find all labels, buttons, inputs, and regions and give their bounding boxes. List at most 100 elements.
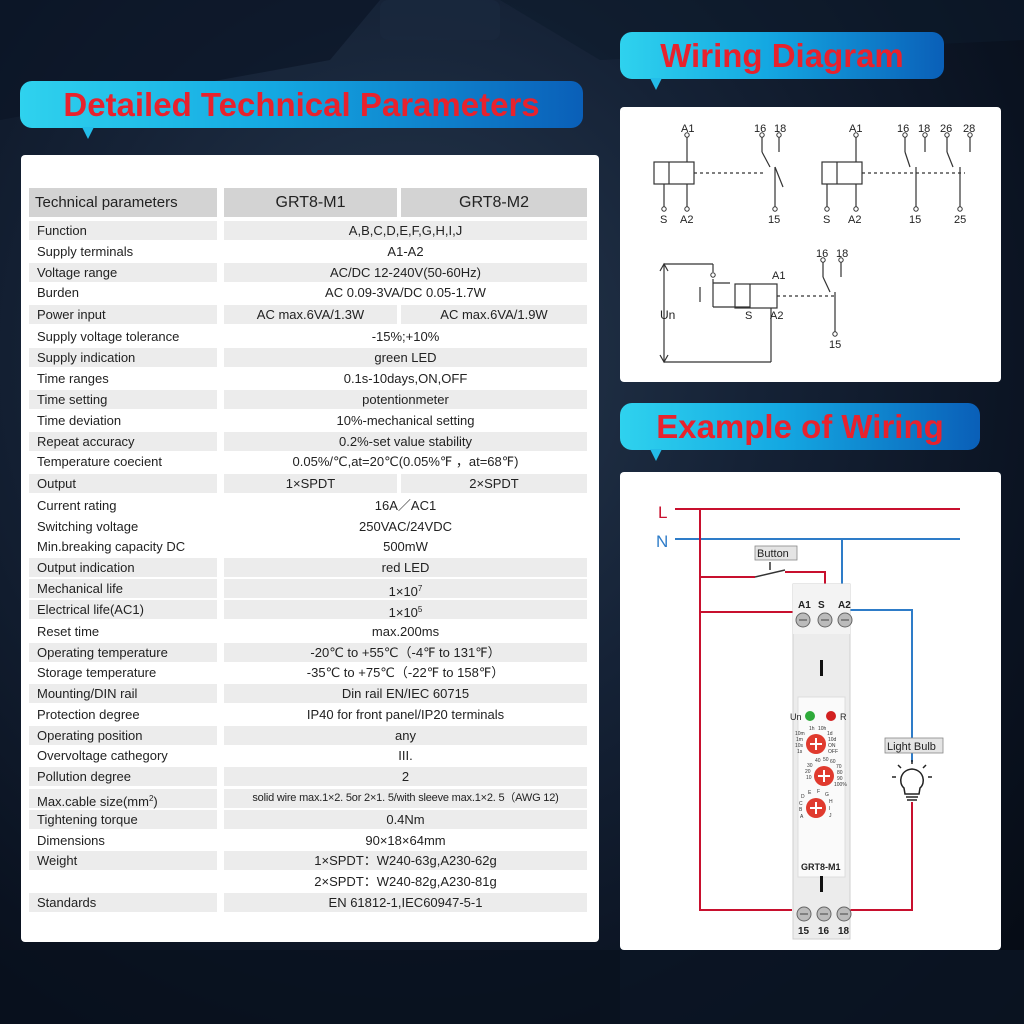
row-label-text: Operating temperature bbox=[37, 645, 168, 660]
table-row: Min.breaking capacity DC 500mW bbox=[29, 537, 587, 556]
dial2-label: 60 bbox=[830, 759, 836, 765]
row-value-text: 0.1s-10days,ON,OFF bbox=[343, 371, 468, 386]
params-title-banner: Detailed Technical Parameters bbox=[20, 81, 583, 139]
d1-a2: A2 bbox=[680, 214, 693, 226]
row-label-text: Min.breaking capacity DC bbox=[37, 539, 186, 554]
wiring-diagram-banner: Wiring Diagram bbox=[620, 32, 944, 90]
dial1-label: 1s bbox=[797, 749, 803, 755]
row-label-text: Supply indication bbox=[37, 350, 136, 365]
dial2-label: 30 bbox=[807, 763, 813, 769]
row-value: green LED bbox=[224, 348, 587, 367]
row-label: Repeat accuracy bbox=[29, 432, 217, 451]
row-value: 16A／AC1 bbox=[224, 496, 587, 515]
row-value-text: 1×SPDT：W240-63g,A230-62g bbox=[314, 853, 497, 868]
table-row: Pollution degree 2 bbox=[29, 767, 587, 786]
row-label-text: Time deviation bbox=[37, 413, 122, 428]
dial3-label: C bbox=[799, 801, 803, 807]
row-label-text: Supply terminals bbox=[37, 244, 134, 259]
d1-15: 15 bbox=[768, 214, 780, 226]
row-label: Overvoltage cathegory bbox=[29, 746, 217, 765]
table-row: Voltage range AC/DC 12-240V(50-60Hz) bbox=[29, 263, 587, 282]
dial1-label: 10s bbox=[795, 743, 804, 749]
wiring-diagram-panel: A1 16 18 S A2 15 A1 16 18 26 28 S A2 15 … bbox=[620, 107, 1001, 382]
banner-tail bbox=[82, 127, 94, 139]
terminal-s: S bbox=[818, 600, 825, 611]
row-value-text: -15%;+10% bbox=[371, 329, 440, 344]
dial3-label: E bbox=[808, 790, 812, 796]
banner-tail bbox=[650, 78, 662, 90]
dial3-label: F bbox=[817, 789, 820, 795]
d3-15: 15 bbox=[829, 339, 841, 351]
dial1-label: 1m bbox=[796, 737, 803, 743]
row-value: 0.1s-10days,ON,OFF bbox=[224, 369, 587, 388]
row-label: Max.cable size(mm2) bbox=[29, 789, 217, 809]
dial-percentage[interactable] bbox=[814, 766, 834, 786]
relay-slot-top bbox=[820, 660, 823, 676]
dial3-label: B bbox=[799, 807, 803, 813]
row-value: any bbox=[224, 726, 587, 745]
d3-s: S bbox=[745, 310, 752, 322]
row-value: 250VAC/24VDC bbox=[224, 517, 587, 536]
row-label: Mounting/DIN rail bbox=[29, 684, 217, 703]
top-terminals bbox=[795, 612, 853, 628]
row-value-text: Din rail EN/IEC 60715 bbox=[341, 686, 470, 701]
row-label-text: Switching voltage bbox=[37, 519, 139, 534]
example-title: Example of Wiring bbox=[656, 407, 944, 445]
row-label-text: Reset time bbox=[37, 624, 100, 639]
row-value-text: 0.4Nm bbox=[386, 812, 425, 827]
row-value-text: 90×18×64mm bbox=[365, 833, 446, 848]
row-label-text: Current rating bbox=[37, 498, 117, 513]
table-row: Overvoltage cathegory III. bbox=[29, 746, 587, 765]
d2-26: 26 bbox=[940, 123, 952, 135]
row-value-text: AC/DC 12-240V(50-60Hz) bbox=[329, 265, 481, 280]
dial-time-range[interactable] bbox=[806, 734, 826, 754]
row-label-text: Supply voltage tolerance bbox=[37, 329, 180, 344]
dial2-label: 90 bbox=[837, 776, 843, 782]
light-bulb-label-box bbox=[884, 737, 944, 754]
led-un-label: Un bbox=[790, 712, 802, 722]
row-value-text: III. bbox=[398, 748, 413, 763]
row-value-text: 2×SPDT：W240-82g,A230-81g bbox=[314, 874, 497, 889]
row-value-text: A1-A2 bbox=[387, 244, 424, 259]
row-label: Dimensions bbox=[29, 831, 217, 850]
row-value: 500mW bbox=[224, 537, 587, 556]
row-label: Time setting bbox=[29, 390, 217, 409]
row-value: 90×18×64mm bbox=[224, 831, 587, 850]
row-value: III. bbox=[224, 746, 587, 765]
params-title: Detailed Technical Parameters bbox=[63, 85, 540, 123]
row-label: Supply voltage tolerance bbox=[29, 327, 217, 346]
d3-un: Un bbox=[660, 308, 675, 322]
row-label-text: Voltage range bbox=[37, 265, 118, 280]
dial1-label: 1d bbox=[827, 731, 833, 737]
dial3-label: G bbox=[825, 792, 829, 798]
dial-function[interactable] bbox=[806, 798, 826, 818]
row-label: Mechanical life bbox=[29, 579, 217, 598]
d3-16: 16 bbox=[816, 248, 828, 260]
row-value: red LED bbox=[224, 558, 587, 577]
table-row: Operating temperature-20℃ to +55℃（-4℉ to… bbox=[29, 643, 587, 662]
table-row: Supply voltage tolerance -15%;+10% bbox=[29, 327, 587, 346]
row-label-text: Pollution degree bbox=[37, 769, 131, 784]
table-header-col2: GRT8-M2 bbox=[401, 188, 587, 217]
row-value: solid wire max.1×2. 5or 2×1. 5/with slee… bbox=[224, 789, 587, 808]
row-value-text: 0.05%/℃,at=20℃(0.05%℉ ，at=68℉) bbox=[292, 454, 519, 469]
row-value-text: 2 bbox=[401, 769, 410, 784]
row-label-text: Time ranges bbox=[37, 371, 109, 386]
table-header-label: Technical parameters bbox=[29, 188, 217, 217]
row-value-text: EN 61812-1,IEC60947-5-1 bbox=[328, 895, 483, 910]
dial3-label: J bbox=[829, 813, 832, 819]
d3-18: 18 bbox=[836, 248, 848, 260]
dial2-label: 40 bbox=[815, 758, 821, 764]
parameters-panel: Technical parameters GRT8-M1 GRT8-M2 Fun… bbox=[21, 155, 599, 942]
row-value-m1: AC max.6VA/1.3W bbox=[224, 305, 397, 324]
row-value: -35℃ to +75℃（-22℉ to 158℉） bbox=[224, 663, 587, 682]
row-label-text: Power input bbox=[37, 307, 106, 322]
example-wiring-panel: L N Button A1 S bbox=[620, 472, 1001, 950]
